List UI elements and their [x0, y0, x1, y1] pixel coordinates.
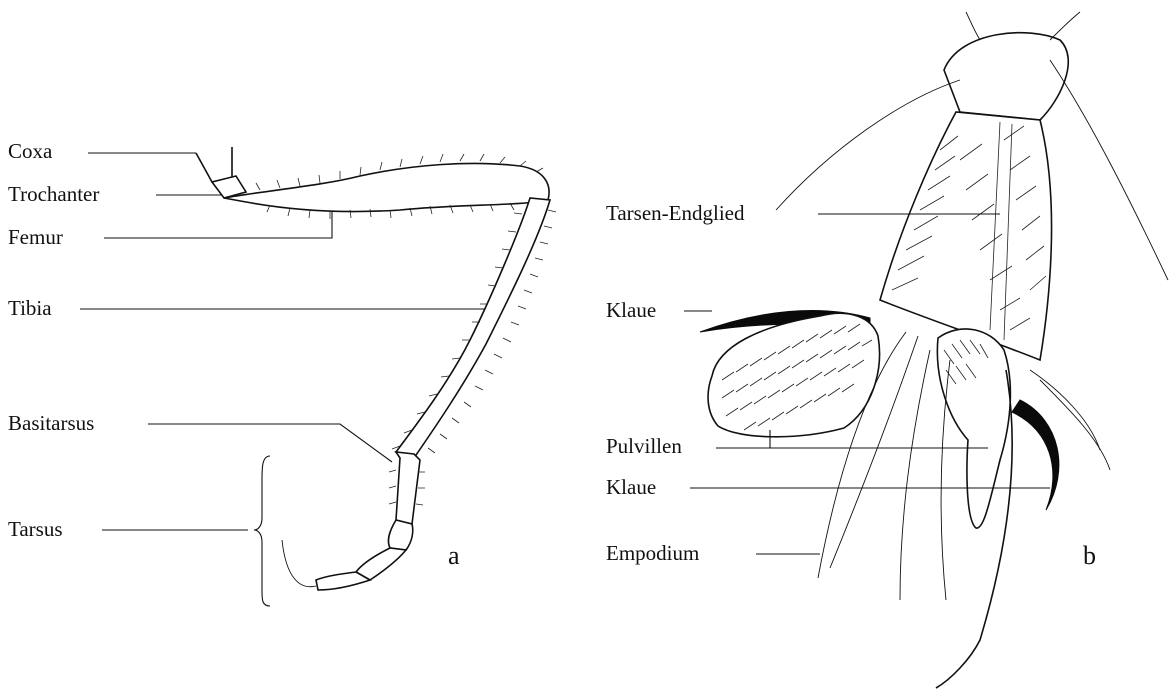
- tarsus-brace: [254, 456, 270, 606]
- tarsal-claw: [282, 540, 316, 587]
- label-coxa: Coxa: [8, 139, 53, 163]
- label-femur: Femur: [8, 225, 63, 249]
- panel-a: Coxa Trochanter Femur Tibia Basitarsus T…: [8, 139, 556, 606]
- label-klaue-lower: Klaue: [606, 475, 656, 499]
- tarsen-endglied-shape: [880, 112, 1052, 360]
- panel-letter-a: a: [448, 541, 460, 570]
- label-trochanter: Trochanter: [8, 182, 99, 206]
- tarsomere-4: [316, 572, 370, 590]
- right-pulvillus: [937, 329, 1010, 528]
- label-tarsus: Tarsus: [8, 517, 63, 541]
- label-tibia: Tibia: [8, 296, 52, 320]
- left-pulvillus: [708, 313, 879, 437]
- label-pulvillen: Pulvillen: [606, 434, 682, 458]
- distal-segment-tip: [944, 33, 1068, 120]
- basitarsus-shape: [396, 452, 420, 524]
- coxa-shape: [196, 147, 232, 182]
- leader-femur: [104, 212, 332, 238]
- tibia-shape: [396, 198, 550, 458]
- femur-shape: [224, 163, 549, 211]
- tarsomere-2: [388, 520, 412, 550]
- label-tarsen-endglied: Tarsen-Endglied: [606, 201, 745, 225]
- tarsomere-3: [356, 548, 406, 580]
- label-basitarsus: Basitarsus: [8, 411, 94, 435]
- label-klaue-upper: Klaue: [606, 298, 656, 322]
- panel-b: Tarsen-Endglied Klaue Pulvillen Klaue Em…: [606, 12, 1168, 688]
- label-empodium: Empodium: [606, 541, 699, 565]
- panel-letter-b: b: [1083, 541, 1096, 570]
- lower-claw: [1012, 400, 1059, 510]
